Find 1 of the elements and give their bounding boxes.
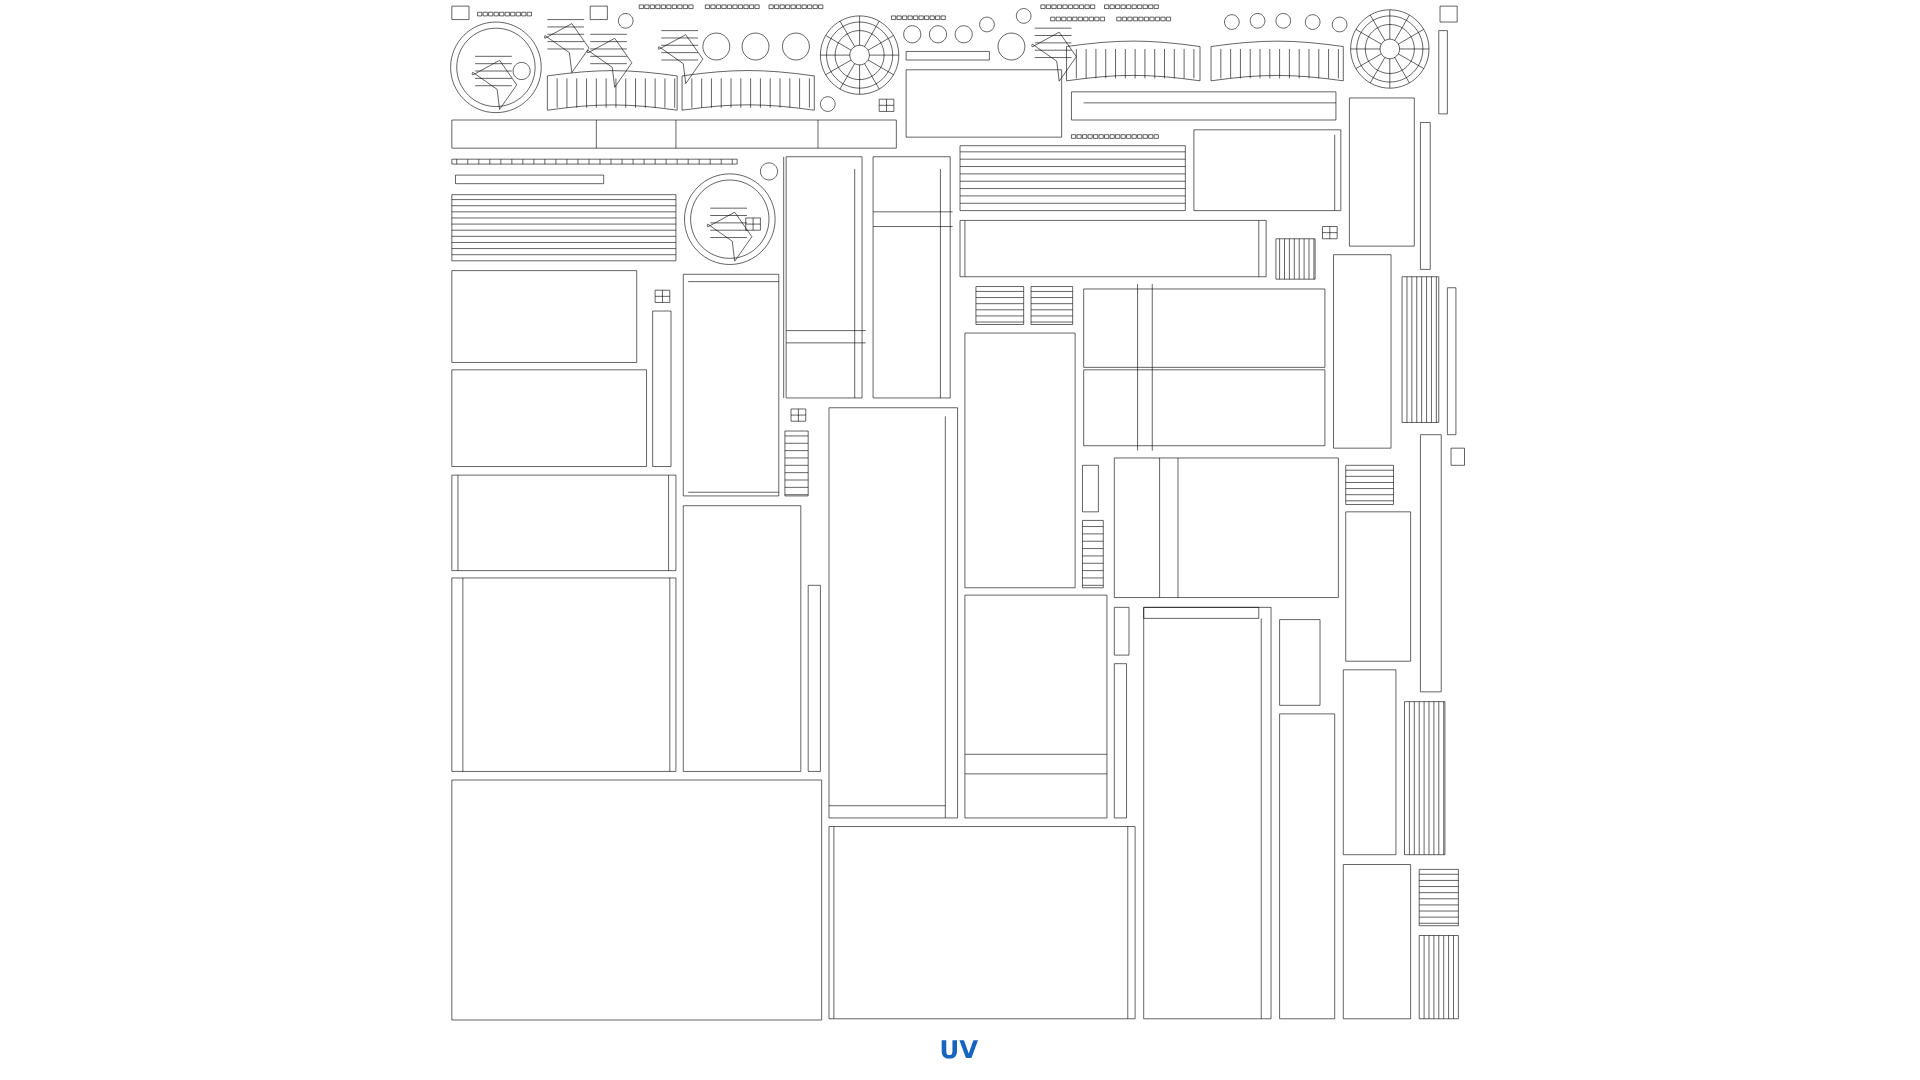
caption: UV: [941, 1040, 978, 1059]
